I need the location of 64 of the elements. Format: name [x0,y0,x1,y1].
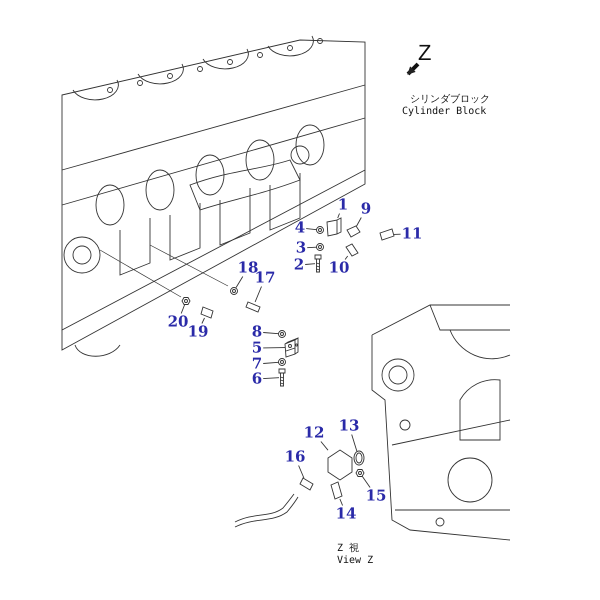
cover-plate-drawing [328,449,352,481]
callout-number: 9 [360,202,372,216]
elbow-drawing [346,225,361,238]
washer-drawing [230,287,238,295]
callout-number: 2 [294,258,304,272]
leader-line [306,228,317,230]
leader-line [262,377,280,380]
leader-line [362,476,371,488]
callout-number: 19 [188,324,208,340]
part-name: Cylinder Block [402,107,486,117]
sensor-drawing [299,477,314,491]
leader-line [180,304,186,314]
callout-number: 7 [252,356,262,372]
leader-line [236,276,244,288]
leader-line [304,263,316,265]
washer-drawing [316,243,324,251]
callout-number: 5 [252,340,262,356]
sensor-drawing [200,306,214,319]
callout-number: 13 [338,418,360,434]
washer-drawing [278,358,286,366]
leader-line [298,465,304,478]
callout-number: 14 [336,506,356,522]
leader-line [262,362,279,364]
callout-number: 15 [366,488,386,504]
view-caption: Z 視 [337,544,360,554]
leader-line [262,332,279,334]
callout-number: 10 [328,260,350,276]
callout-number: 11 [402,226,422,242]
callout-number: 4 [294,220,306,236]
leader-line [306,246,317,248]
bracket-drawing [326,217,342,236]
bolt-drawing [345,243,359,257]
leader-line [344,256,348,260]
callout-number: 12 [304,426,324,440]
leader-line [339,498,344,506]
leader-line [356,217,362,226]
bolt-drawing [245,301,261,313]
part-name: シリンダブロック [410,95,490,105]
callout-number: 1 [338,198,348,212]
view-letter: Z [418,42,432,64]
washer-drawing [278,330,286,338]
nut-drawing [355,469,365,477]
callout-number: 6 [252,372,262,386]
bolt-drawing [278,368,286,386]
callout-number: 8 [252,324,262,340]
callout-number: 3 [296,240,306,256]
o-ring-drawing [354,450,364,466]
nut-drawing [181,297,191,305]
sensor-drawing [379,228,395,241]
callout-number: 18 [238,260,258,276]
leader-line [337,213,340,218]
bolt-drawing [314,254,322,272]
view-caption: View Z [337,556,374,566]
bracket-drawing [284,337,298,358]
leader-line [262,347,286,348]
leader-line [201,318,205,324]
callout-number: 20 [168,314,188,330]
leader-line [351,434,358,452]
callout-number: 16 [284,450,306,464]
washer-drawing [316,226,324,234]
leader-line [320,441,328,451]
bolt-drawing [330,481,343,500]
leader-line [394,234,402,235]
leader-line [254,286,262,302]
